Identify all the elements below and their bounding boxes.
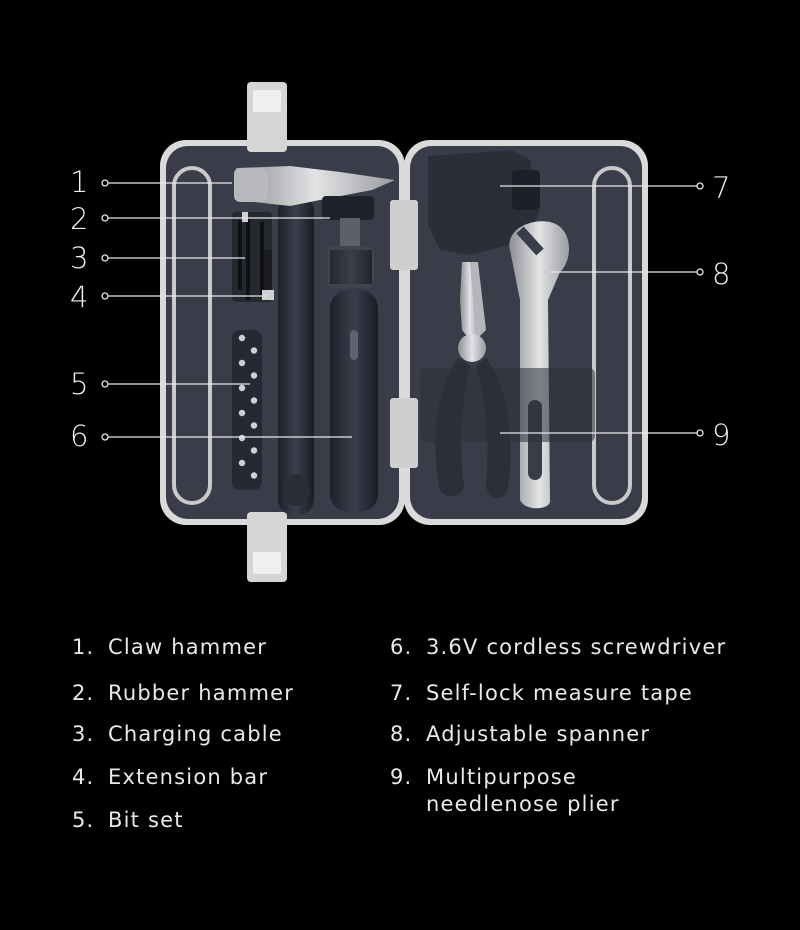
tray-insert	[420, 368, 595, 442]
bit-tip	[238, 384, 246, 392]
leader-dot	[696, 268, 704, 276]
legend-number: 2.	[72, 681, 95, 705]
legend-number: 4.	[72, 765, 95, 789]
latch-top	[247, 82, 287, 152]
bit-set	[232, 330, 262, 490]
bit-tip	[238, 334, 246, 342]
cordless-screwdriver	[328, 218, 378, 512]
bit-tip	[238, 409, 246, 417]
bit-tip	[250, 447, 258, 454]
toolkit-photo: 1 2 3 4 5 6 7 8 9	[70, 82, 731, 582]
legend-label: Multipurpose	[426, 765, 578, 789]
legend-number: 5.	[72, 808, 95, 832]
callout-7: 7	[712, 171, 731, 205]
bit-tip	[250, 472, 258, 479]
legend-number: 6.	[390, 635, 413, 659]
leader-dot	[101, 179, 109, 187]
charging-cable	[232, 212, 272, 302]
callout-6: 6	[70, 419, 89, 453]
legend-label: Claw hammer	[108, 635, 268, 659]
legend-number: 9.	[390, 765, 413, 789]
bit-tip	[238, 434, 246, 442]
leader-dot	[101, 292, 109, 300]
bit-tip	[238, 359, 246, 367]
hinge-bottom	[390, 398, 418, 468]
hinge-top	[390, 200, 418, 270]
legend-label: Adjustable spanner	[426, 722, 651, 746]
legend-label: Self-lock measure tape	[426, 681, 693, 705]
legend-label: Extension bar	[108, 765, 269, 789]
callout-9: 9	[712, 418, 731, 452]
leader-dot	[101, 380, 109, 388]
callout-2: 2	[70, 202, 89, 236]
bit-tip	[250, 397, 258, 404]
legend-number: 8.	[390, 722, 413, 746]
leader-dot	[696, 182, 704, 190]
claw-hammer	[234, 166, 395, 515]
parts-legend: 1. Claw hammer 2. Rubber hammer 3. Charg…	[0, 620, 800, 920]
legend-label: Rubber hammer	[108, 681, 295, 705]
leader-dot	[101, 433, 109, 441]
leader-dot	[101, 254, 109, 262]
legend-label-line2: needlenose plier	[426, 792, 620, 816]
callout-4: 4	[70, 280, 89, 314]
leader-dot	[696, 429, 704, 437]
toolkit-case-illustration	[101, 82, 704, 582]
rubber-hammer	[322, 196, 374, 220]
bit-tip	[250, 422, 258, 429]
legend-label: 3.6V cordless screwdriver	[426, 635, 727, 659]
measure-tape	[428, 150, 540, 255]
bit-tip	[250, 347, 258, 354]
legend-number: 7.	[390, 681, 413, 705]
extension-bar	[262, 250, 274, 300]
bit-tip	[250, 372, 258, 379]
callout-8: 8	[712, 257, 731, 291]
leader-dot	[101, 214, 109, 222]
bit-tip	[238, 459, 246, 467]
callout-5: 5	[70, 367, 89, 401]
callout-1: 1	[70, 165, 89, 199]
legend-label: Charging cable	[108, 722, 283, 746]
callout-3: 3	[70, 241, 89, 275]
legend-label: Bit set	[108, 808, 184, 832]
legend-number: 3.	[72, 722, 95, 746]
legend-number: 1.	[72, 635, 95, 659]
latch-bottom	[247, 512, 287, 582]
